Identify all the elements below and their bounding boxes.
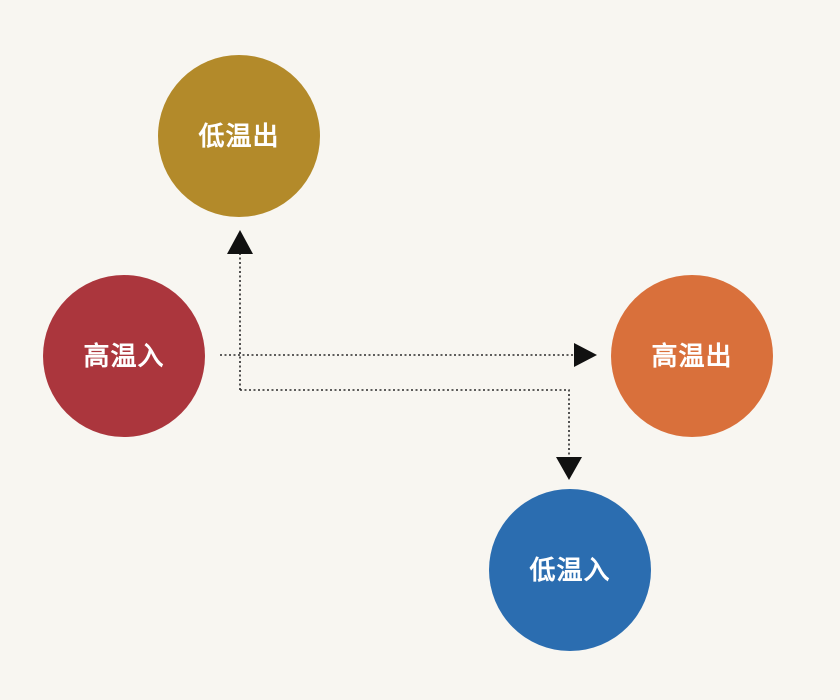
node-label: 低温出 — [197, 122, 279, 152]
node-circle — [489, 489, 651, 651]
node-label: 低温入 — [528, 556, 610, 586]
node-low-temp-in: 低温入 — [489, 489, 651, 651]
arrow-heads — [227, 230, 597, 480]
node-label: 高温入 — [83, 341, 164, 372]
flow-lines — [220, 252, 578, 460]
flow-line-to-low-temp-in — [240, 389, 570, 460]
node-label: 高温出 — [651, 341, 732, 372]
arrow-head-right — [574, 343, 597, 367]
node-low-temp-out: 低温出 — [158, 55, 320, 217]
arrow-head-down — [556, 457, 582, 480]
node-circle — [611, 275, 773, 437]
node-circle — [43, 275, 205, 437]
node-high-temp-in: 高温入 — [43, 275, 205, 437]
arrow-head-up — [227, 230, 253, 254]
node-high-temp-out: 高温出 — [611, 275, 773, 437]
node-circle — [158, 55, 320, 217]
